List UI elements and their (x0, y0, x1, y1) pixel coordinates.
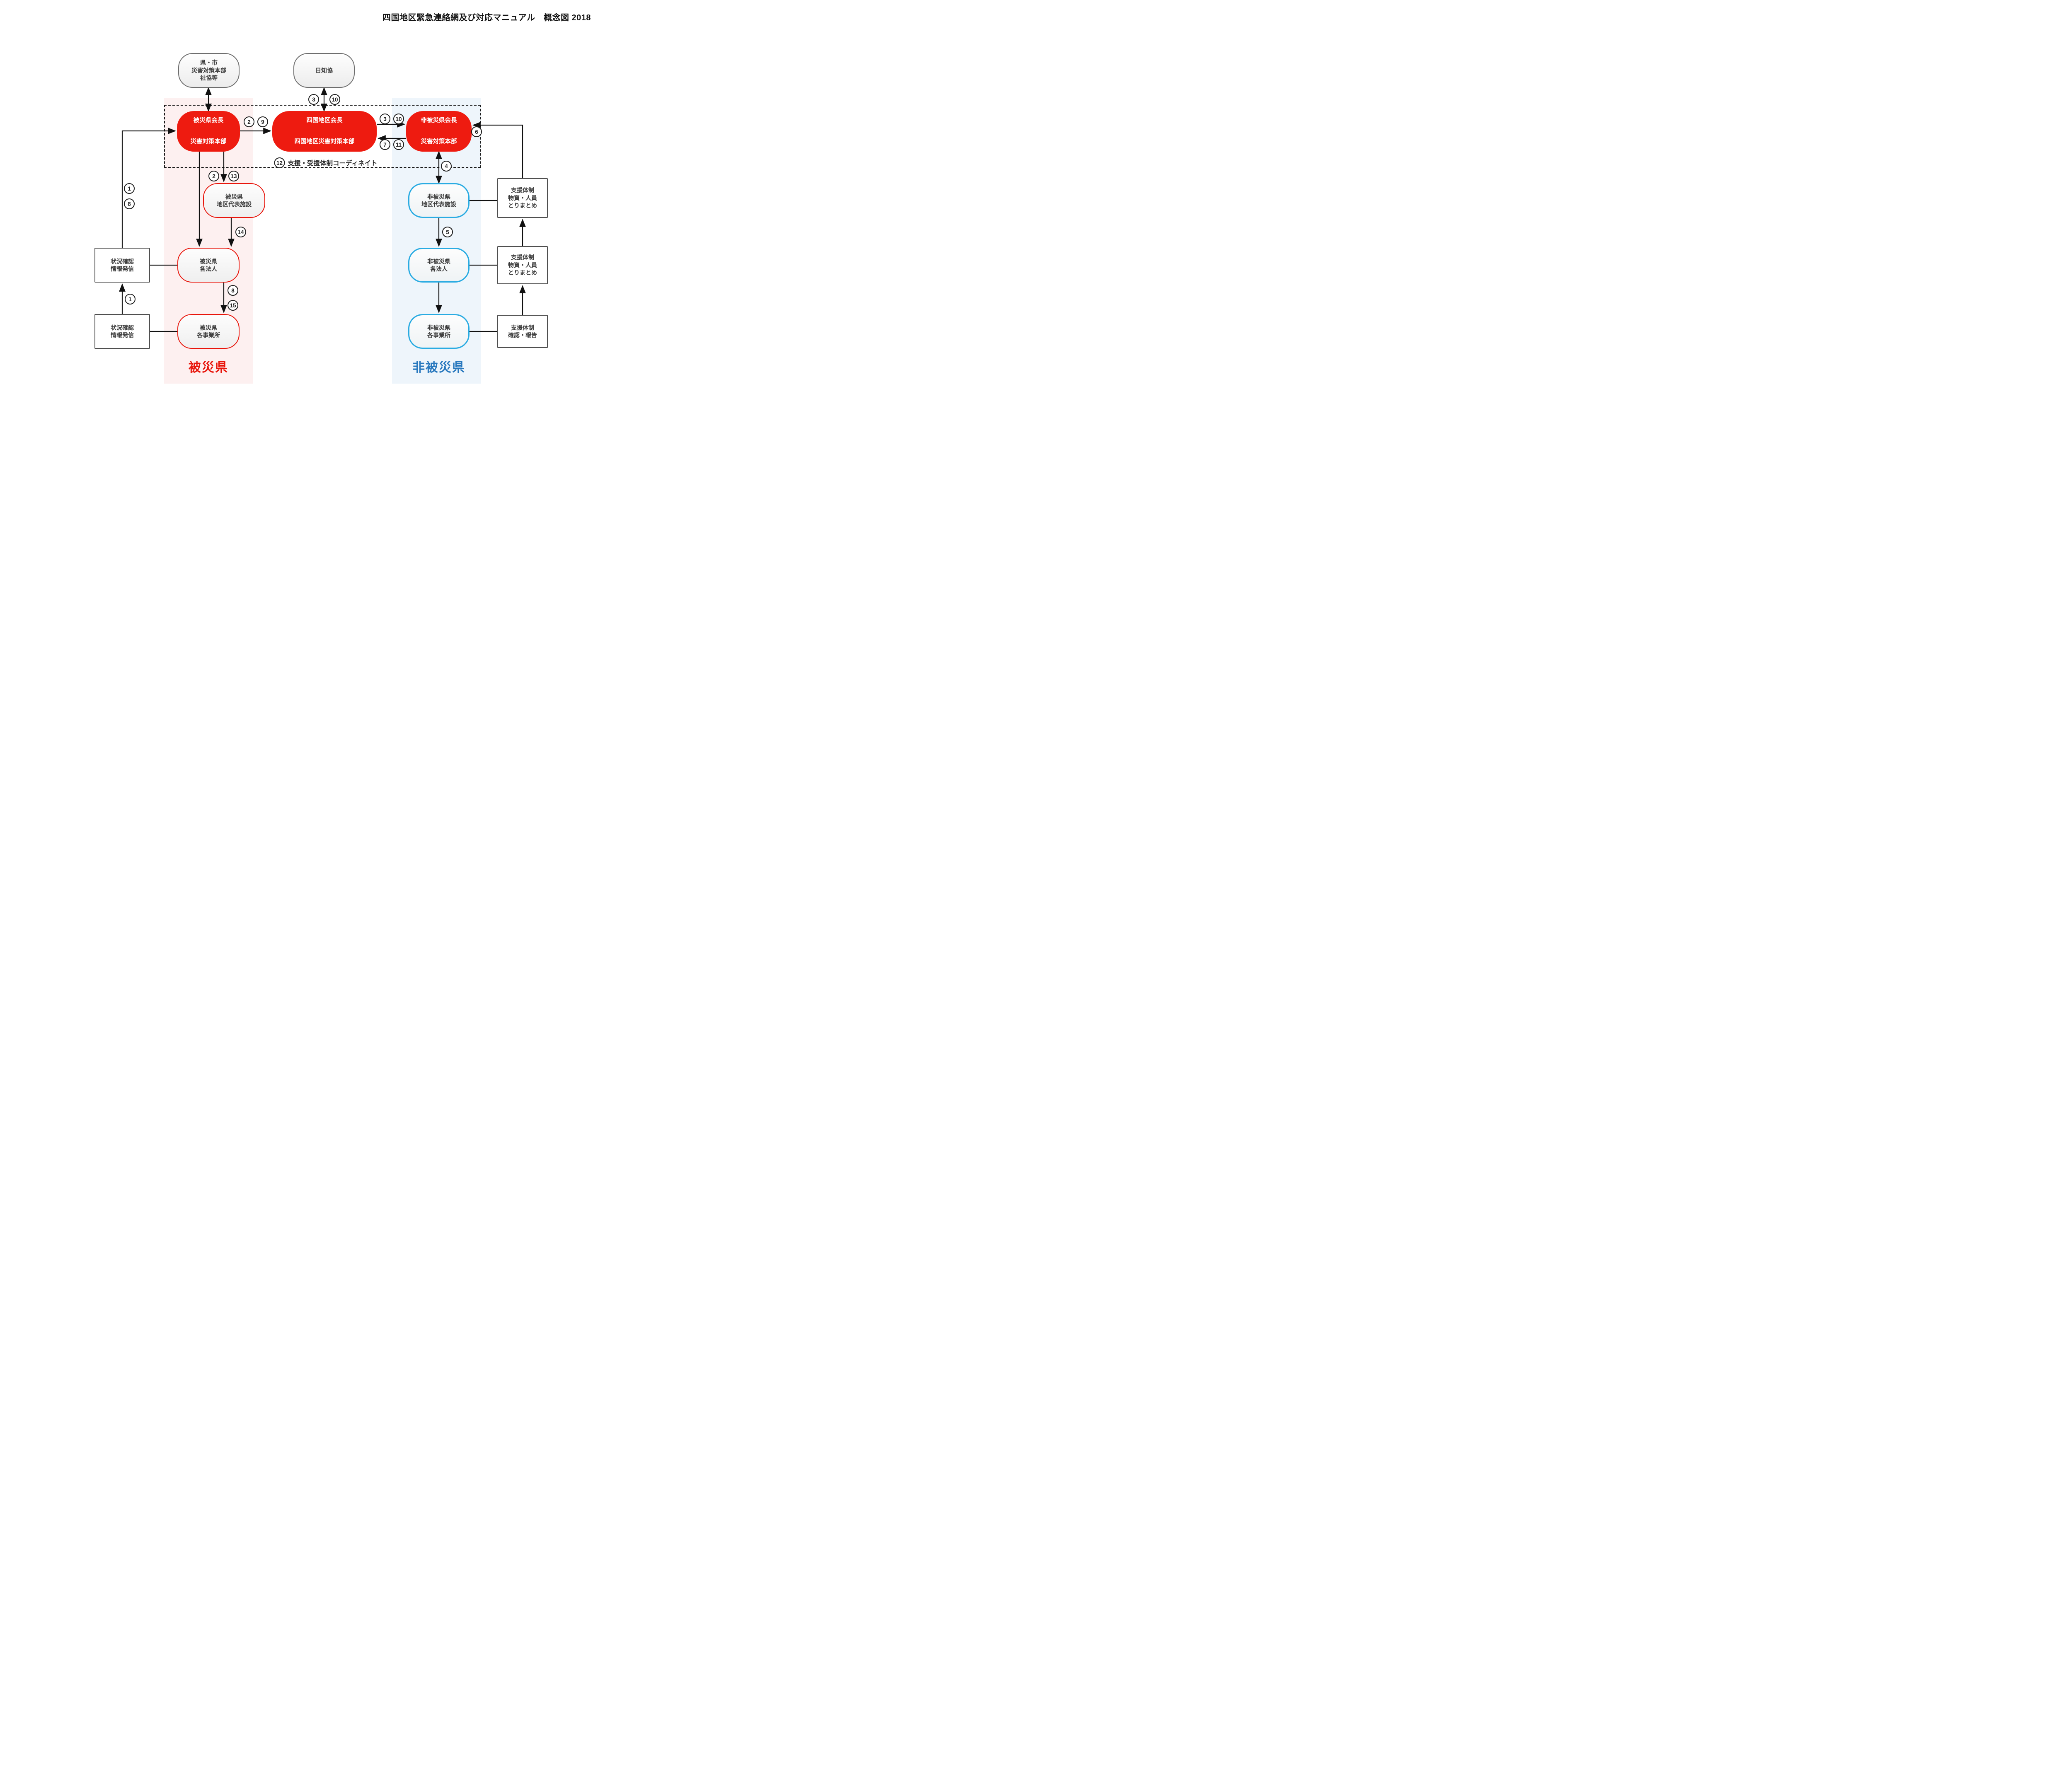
edge-joukyou-to-hisaikaicho (121, 128, 176, 248)
node-line: 四国地区会長 (306, 117, 343, 124)
region-label-hisai: 被災県 (189, 361, 228, 375)
node-line: 地区代表施設 (421, 201, 456, 208)
hihisai-ken-kaicho: 非被災県会長災害対策本部 (406, 111, 472, 152)
node-line: 各事業所 (197, 332, 220, 338)
node-line: 物資・人員 (508, 261, 537, 268)
diagram-canvas: 四国地区緊急連絡網及び対応マニュアル 概念図 2018 12 支援・受援体制コー… (0, 0, 642, 394)
node-line: 情報発信 (111, 266, 134, 272)
node-line: 各事業所 (427, 332, 450, 338)
node-line: 情報発信 (111, 332, 134, 338)
circled-number-2: 2 (244, 116, 254, 127)
node-line: 非被災県 (427, 193, 450, 200)
hihisai-chiku-daihyo: 非被災県地区代表施設 (408, 183, 470, 218)
node-line: 状況確認 (111, 324, 134, 331)
region-label-hihisai: 非被災県 (412, 361, 465, 375)
shien-torimatome-lower: 支援体制物資・人員とりまとめ (497, 246, 548, 284)
circled-number-8: 8 (228, 285, 238, 296)
edge-shien1-to-hihisaikaicho (472, 122, 523, 178)
node-line: 四国地区災害対策本部 (294, 138, 355, 145)
nichikyo: 日知協 (293, 53, 355, 88)
shien-torimatome-upper: 支援体制物資・人員とりまとめ (497, 178, 548, 218)
node-line: 支援体制 (511, 187, 534, 194)
node-line: 地区代表施設 (217, 201, 252, 208)
hisai-kakuhoujin: 被災県各法人 (177, 248, 240, 283)
node-line: 物資・人員 (508, 194, 537, 201)
circled-number-3: 3 (380, 114, 390, 124)
joukyou-kakunin-upper: 状況確認情報発信 (94, 248, 150, 283)
kenshi-saitai-honbu: 県・市災害対策本部社協等 (178, 53, 240, 88)
shikoku-chiku-kaicho: 四国地区会長四国地区災害対策本部 (272, 111, 377, 152)
node-line: 災害対策本部 (191, 67, 226, 74)
node-line: 社協等 (200, 75, 218, 82)
node-line: 被災県 (200, 258, 217, 265)
circled-number-6: 6 (471, 126, 482, 137)
node-line: 被災県 (225, 193, 243, 200)
circled-number-2: 2 (208, 171, 219, 181)
hisai-kakujigyousho: 被災県各事業所 (177, 314, 240, 349)
node-line: 災害対策本部 (421, 138, 457, 145)
node-line: 各法人 (200, 266, 217, 272)
node-line: 県・市 (200, 59, 218, 66)
circled-number-1: 1 (124, 183, 135, 194)
circled-number-10: 10 (329, 94, 340, 105)
node-line: 災害対策本部 (190, 138, 227, 145)
node-line: 各法人 (430, 266, 448, 272)
circled-number-14: 14 (235, 227, 246, 237)
node-line: とりまとめ (508, 269, 537, 276)
hihisai-kakujigyousho: 非被災県各事業所 (408, 314, 470, 349)
node-line: 状況確認 (111, 258, 134, 265)
node-line: 非被災県 (427, 324, 450, 331)
node-line: 確認・報告 (508, 332, 537, 338)
node-line: 支援体制 (511, 324, 534, 331)
node-line: 非被災県 (427, 258, 450, 265)
hisai-chiku-daihyo: 被災県地区代表施設 (203, 183, 265, 218)
joukyou-kakunin-lower: 状況確認情報発信 (94, 314, 150, 349)
node-line: 非被災県会長 (421, 117, 457, 124)
circled-number-12: 12 (274, 157, 285, 168)
circled-number-8: 8 (124, 198, 135, 209)
hisai-ken-kaicho: 被災県会長災害対策本部 (177, 111, 240, 152)
circled-number-7: 7 (380, 139, 390, 150)
circled-number-9: 9 (257, 116, 268, 127)
node-line: 支援体制 (511, 254, 534, 261)
node-line: 被災県 (200, 324, 217, 331)
shien-kakunin-houkoku: 支援体制確認・報告 (497, 315, 548, 348)
connector-layer (119, 87, 526, 332)
node-line: 被災県会長 (193, 117, 224, 124)
hihisai-kakuhoujin: 非被災県各法人 (408, 248, 470, 283)
coordinate-note: 12 支援・受援体制コーディネイト (274, 157, 378, 168)
page-title: 四国地区緊急連絡網及び対応マニュアル 概念図 2018 (382, 13, 591, 22)
circled-number-5: 5 (442, 227, 453, 237)
circled-number-3: 3 (308, 94, 319, 105)
node-line: 日知協 (315, 67, 333, 74)
node-line: とりまとめ (508, 202, 537, 209)
circled-number-11: 11 (393, 139, 404, 150)
circled-number-13: 13 (228, 171, 239, 181)
circled-number-10: 10 (393, 114, 404, 124)
circled-number-1: 1 (125, 294, 136, 304)
circled-number-4: 4 (441, 161, 452, 172)
circled-number-15: 15 (228, 300, 238, 311)
coordinate-note-text: 支援・受援体制コーディネイト (288, 160, 378, 167)
